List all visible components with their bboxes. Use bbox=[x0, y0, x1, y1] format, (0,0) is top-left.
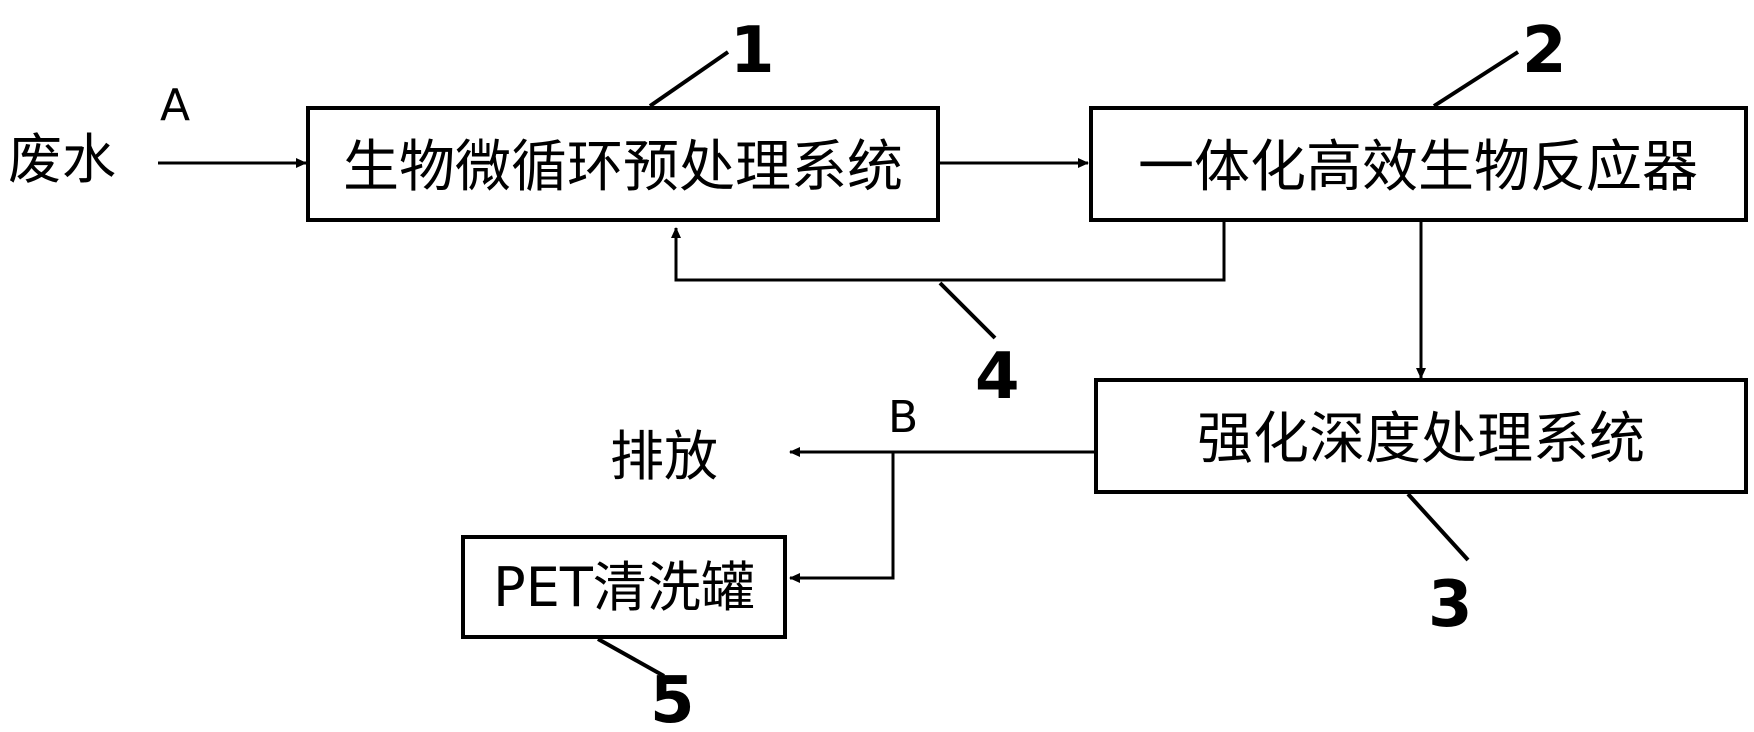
label-number-1: 1 bbox=[730, 14, 775, 88]
bioreactor-box bbox=[1089, 106, 1748, 222]
wastewater-input-label: 废水 bbox=[8, 128, 116, 191]
leader-line-3 bbox=[1406, 492, 1470, 562]
discharge-output-label: 排放 bbox=[610, 425, 718, 488]
recirculation-line bbox=[671, 220, 1226, 282]
leader-line-2 bbox=[1432, 50, 1520, 108]
leader-line-4 bbox=[938, 281, 997, 340]
bioreactor-label: 一体化高效生物反应器 bbox=[1138, 135, 1698, 200]
pet-washing-tank-label: PET清洗罐 bbox=[493, 556, 755, 619]
leader-line-1 bbox=[648, 50, 730, 108]
deep-treatment-box bbox=[1094, 378, 1748, 494]
pet-washing-tank-box bbox=[461, 535, 787, 639]
flow-arrow-to-pet-tank bbox=[789, 452, 895, 583]
label-number-5: 5 bbox=[650, 664, 695, 732]
point-a-label: A bbox=[160, 80, 190, 131]
label-number-4: 4 bbox=[975, 340, 1020, 414]
pretreatment-system-label: 生物微循环预处理系统 bbox=[343, 135, 903, 200]
label-number-3: 3 bbox=[1428, 568, 1473, 642]
leader-line-5 bbox=[597, 637, 665, 678]
point-b-label: B bbox=[888, 392, 918, 443]
deep-treatment-label: 强化深度处理系统 bbox=[1197, 407, 1645, 472]
label-number-2: 2 bbox=[1522, 14, 1567, 88]
